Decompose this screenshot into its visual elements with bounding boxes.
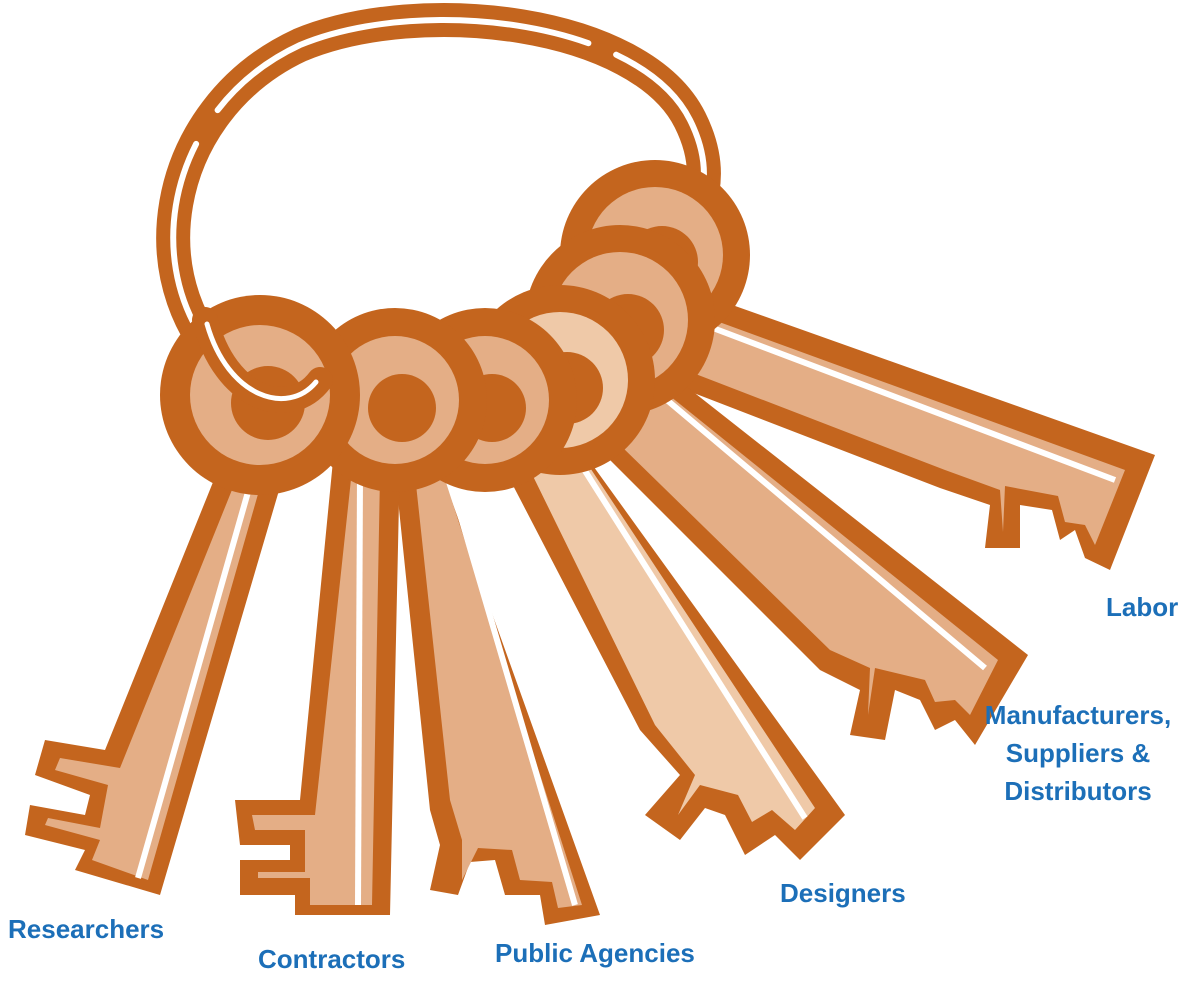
label-designers: Designers <box>780 874 906 912</box>
label-labor: Labor <box>1106 588 1178 626</box>
label-public-agencies: Public Agencies <box>495 934 695 972</box>
label-manufacturers-suppliers-distributors: Manufacturers, Suppliers & Distributors <box>973 696 1183 810</box>
label-manufacturers-line-1: Manufacturers, <box>973 696 1183 734</box>
label-researchers: Researchers <box>8 910 164 948</box>
label-contractors: Contractors <box>258 940 405 978</box>
label-manufacturers-line-3: Distributors <box>973 772 1183 810</box>
label-manufacturers-line-2: Suppliers & <box>973 734 1183 772</box>
